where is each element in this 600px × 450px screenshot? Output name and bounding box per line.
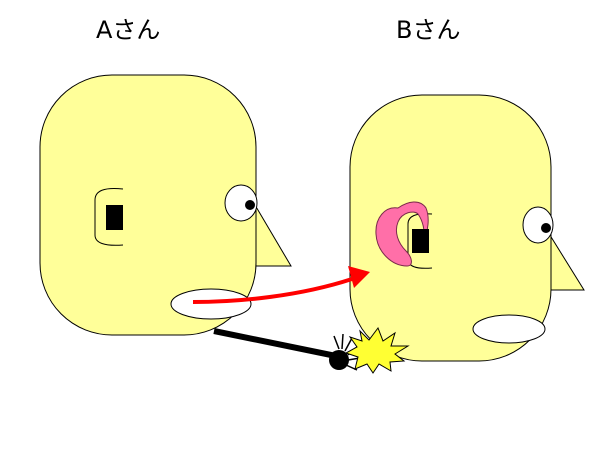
person-a-mouth — [170, 288, 252, 320]
contact-wire — [213, 326, 410, 374]
person-b-pupil — [541, 223, 551, 233]
person-a — [39, 74, 292, 336]
contact-burst — [344, 326, 410, 374]
person-a-eye — [224, 184, 258, 222]
contact-wire-line — [213, 328, 337, 359]
person-b-eye — [522, 206, 554, 244]
sound-arrow — [192, 266, 370, 304]
person-b-mouth — [472, 314, 546, 344]
person-b-ear-hole — [412, 229, 429, 253]
person-a-nose — [254, 203, 292, 267]
person-a-ear-hole — [106, 205, 123, 230]
label-person-b: Bさん — [396, 16, 461, 44]
sound-arrow-line — [192, 277, 353, 304]
label-person-a: Aさん — [96, 16, 161, 44]
person-b-nose — [547, 230, 585, 291]
sound-arrow-head — [348, 266, 370, 288]
person-a-pupil — [245, 200, 255, 210]
person-a-ear — [94, 188, 124, 246]
contact-wire-knob — [329, 350, 349, 370]
person-b-hearing-aid — [375, 201, 429, 267]
person-b — [349, 94, 585, 362]
